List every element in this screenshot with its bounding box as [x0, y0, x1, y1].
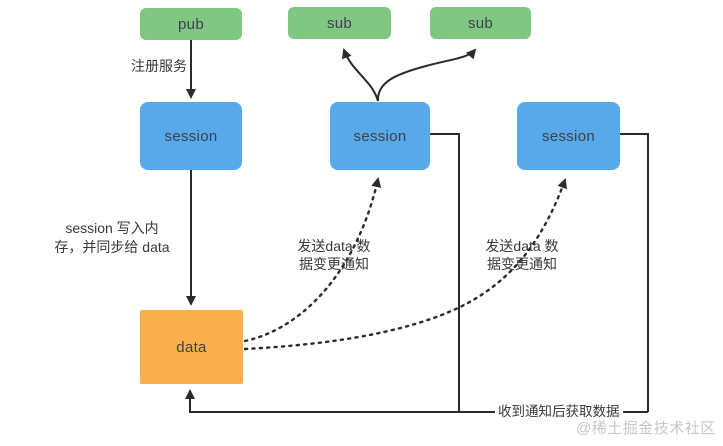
node-sub-2-label: sub	[467, 14, 494, 32]
edge-data-to-session2-dotted-arrow	[243, 177, 382, 343]
edge-label-notify-2-line2: 据变更通知	[487, 256, 557, 272]
node-session-1: session	[140, 102, 242, 170]
edge-label-notify-1-line2: 据变更通知	[299, 256, 369, 272]
edge-label-notify-1-line1: 发送data 数	[297, 238, 371, 254]
edge-label-fetch-after-notify: 收到通知后获取数据	[495, 404, 623, 420]
node-data-label: data	[176, 338, 207, 356]
node-sub-2: sub	[430, 7, 531, 39]
watermark-juejin-community: @稀土掘金技术社区	[576, 420, 716, 437]
edge-label-write-memory-line1: session 写入内	[65, 220, 159, 236]
node-session-3-label: session	[542, 127, 595, 145]
edge-data-to-session3-dotted-arrow	[243, 178, 567, 351]
edge-session2-to-sub2-arrow	[376, 48, 477, 102]
node-session-3: session	[517, 102, 620, 170]
edge-label-register-service: 注册服务	[131, 58, 187, 74]
node-session-2: session	[330, 102, 430, 170]
edge-session3-feedback-line	[620, 133, 649, 412]
edge-session2-to-sub1-arrow	[342, 48, 379, 102]
node-sub-1: sub	[288, 7, 391, 39]
node-pub: pub	[140, 8, 242, 40]
edge-session2-feedback-line	[430, 133, 460, 412]
node-session-2-label: session	[353, 127, 407, 145]
edge-label-notify-2: 发送data 数 据变更通知	[462, 237, 582, 273]
node-pub-label: pub	[178, 15, 204, 33]
edge-label-write-memory-line2: 存，并同步给 data	[54, 239, 170, 255]
node-session-1-label: session	[164, 127, 218, 145]
edge-label-notify-2-line1: 发送data 数	[485, 238, 559, 254]
node-sub-1-label: sub	[326, 14, 353, 32]
edge-label-write-memory: session 写入内 存，并同步给 data	[38, 219, 186, 257]
edge-label-notify-1: 发送data 数 据变更通知	[274, 237, 394, 273]
node-data: data	[140, 310, 243, 384]
